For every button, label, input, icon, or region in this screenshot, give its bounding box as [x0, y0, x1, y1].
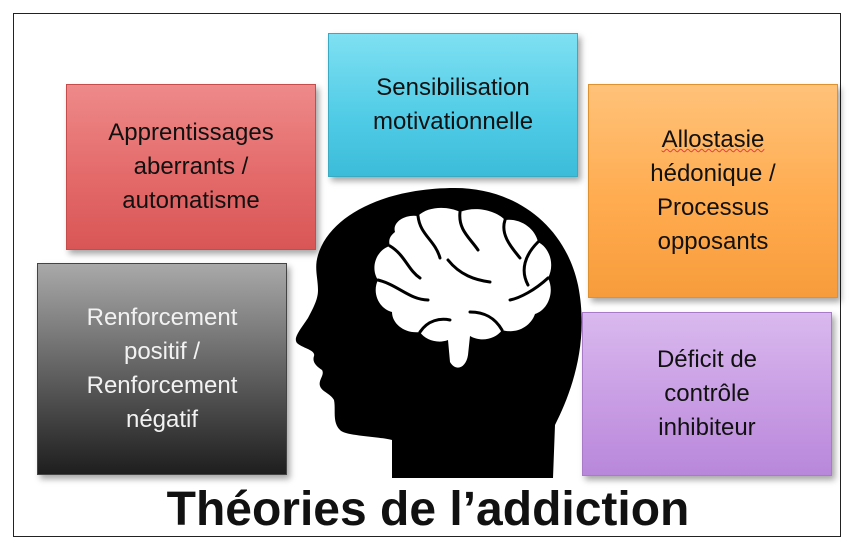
box-sensibilisation-label: Sensibilisation motivationnelle [372, 74, 534, 135]
box-allostasie-hedonique: Allostasie hédonique / Processus opposant… [588, 84, 838, 298]
box-renforcement: Renforcement positif / Renforcement néga… [37, 263, 287, 475]
box-allostasie-label-word: Allostasie [661, 126, 765, 153]
box-deficit-label: Déficit de contrôle inhibiteur [656, 346, 758, 441]
box-apprentissages-label: Apprentissages aberrants / automatisme [108, 119, 274, 214]
box-renforcement-label: Renforcement positif / Renforcement néga… [86, 304, 238, 433]
box-allostasie-label-group: Allostasie hédonique / Processus opposant… [650, 123, 775, 259]
diagram-title: Théories de l’addiction [166, 483, 690, 536]
box-apprentissages-aberrants: Apprentissages aberrants / automatisme [66, 84, 316, 250]
box-sensibilisation-motivationnelle: Sensibilisation motivationnelle [328, 33, 578, 177]
box-allostasie-label-rest: hédonique / Processus opposants [650, 160, 776, 255]
box-deficit-controle-inhibiteur: Déficit de contrôle inhibiteur [582, 312, 832, 476]
